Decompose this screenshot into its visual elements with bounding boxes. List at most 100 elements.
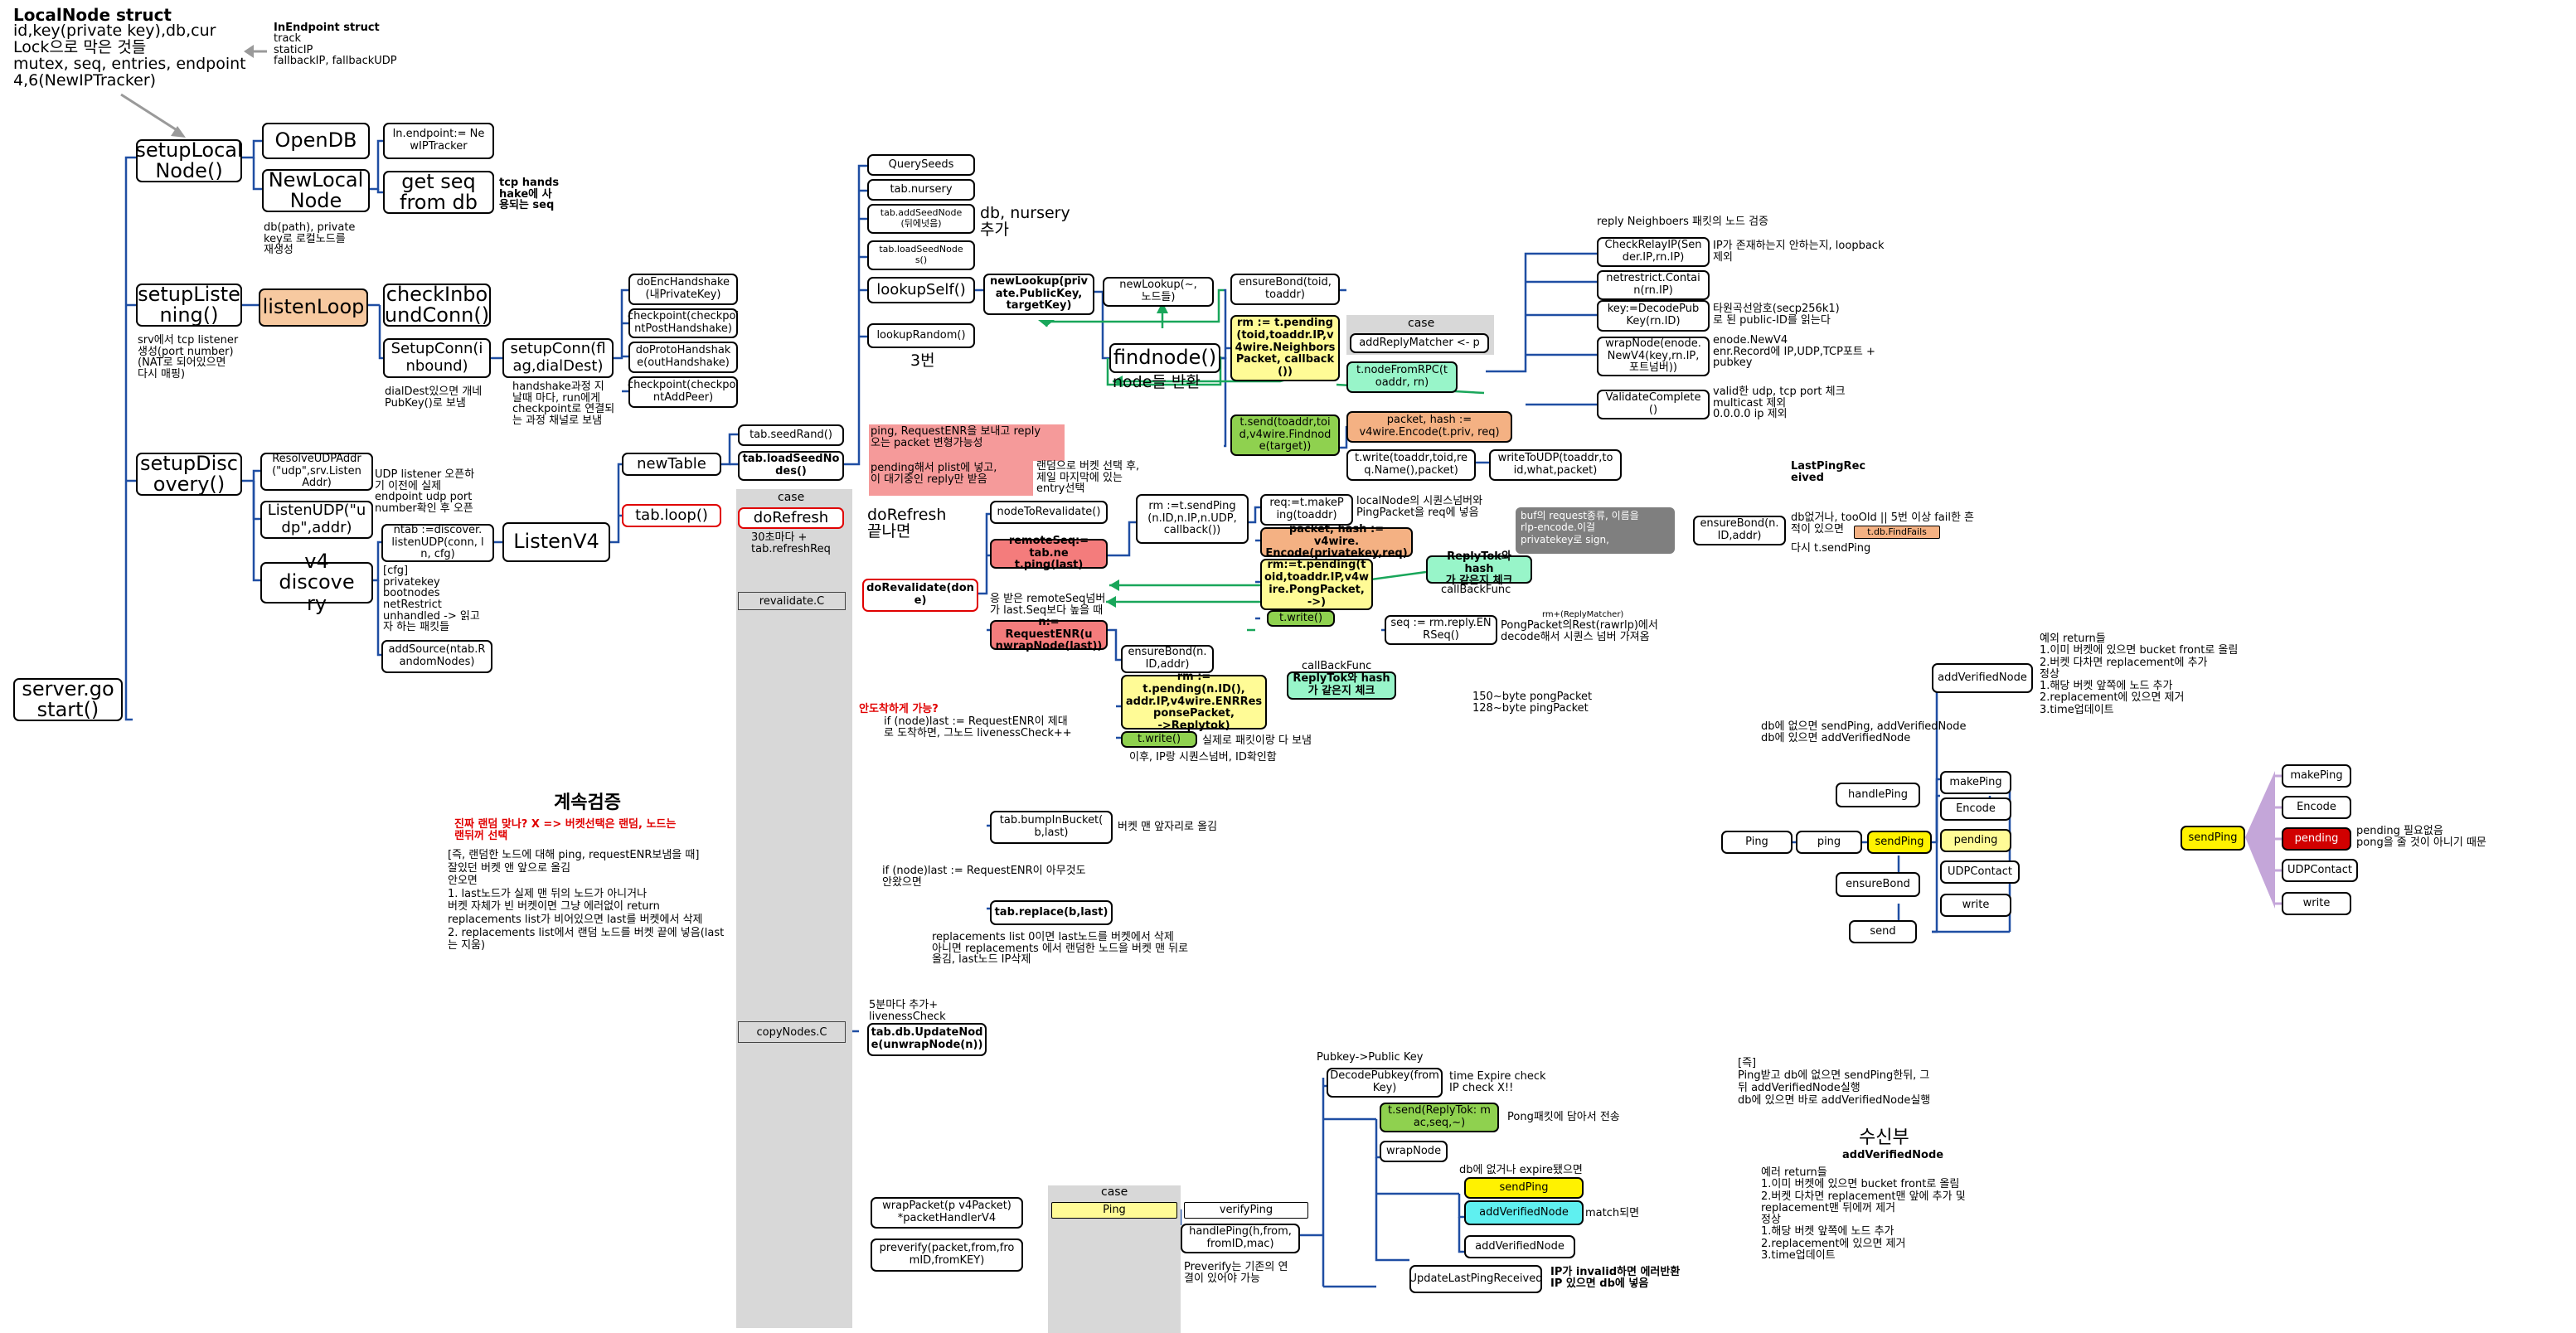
query-seeds-node[interactable]: QuerySeeds — [867, 154, 975, 176]
udp-contact-right-node[interactable]: UDPContact — [2282, 859, 2358, 882]
ensure-bond4-node[interactable]: ensureBond — [1836, 872, 1920, 897]
do-revalidate-node[interactable]: doRevalidate(don e) — [862, 579, 978, 612]
do-proto-handshake-node[interactable]: doProtoHandshak e(outHandshake) — [628, 342, 738, 373]
t-write-node[interactable]: t.write(toaddr,toid,re q.Name(),packet) — [1346, 449, 1476, 481]
ping2-node[interactable]: ping — [1796, 831, 1862, 854]
checkpoint-add-node[interactable]: checkpoint(checkpoi ntAddPeer) — [628, 376, 739, 408]
new-table-node[interactable]: newTable — [622, 453, 721, 476]
pending-right-node[interactable]: pending — [2282, 827, 2351, 851]
tab-db-update-node[interactable]: tab.db.UpdateNod e(unwrapNode(n)) — [867, 1023, 987, 1056]
copy-nodes-c-node[interactable]: copyNodes.C — [738, 1021, 846, 1043]
checkpoint-post-node[interactable]: checkpoint(checkpoi ntPostHandshake) — [628, 308, 739, 338]
setup-discovery-node[interactable]: setupDisc overy() — [136, 453, 242, 496]
tab-replace-node[interactable]: tab.replace(b,last) — [990, 900, 1113, 925]
handle-ping-node[interactable]: handlePing — [1836, 783, 1920, 807]
write-node[interactable]: write — [1940, 894, 2011, 917]
get-seq-node[interactable]: get seq from db — [383, 171, 494, 214]
tab-addseednode-node[interactable]: tab.addSeedNode (뒤에넛음) — [867, 204, 975, 234]
findnode-node[interactable]: findnode() — [1109, 343, 1220, 373]
reply-tok-node[interactable]: ReplyTok와 hash 가 같은지 체크 — [1426, 550, 1532, 587]
packet-hash-node[interactable]: packet, hash := v4wire.Encode(t.priv, re… — [1346, 411, 1512, 443]
wrap-node-node[interactable]: wrapNode(enode. NewV4(key,rn.IP, 포트넘버)) — [1597, 337, 1710, 376]
n-request-enr-node[interactable]: n:= RequestENR(u nwrapNode(last)) — [990, 616, 1108, 652]
add-reply-matcher-node[interactable]: addReplyMatcher <- p — [1350, 333, 1489, 353]
t-send-replytok-node[interactable]: t.send(ReplyTok: m ac,seq,~) — [1380, 1103, 1499, 1132]
wrap-packet-node[interactable]: wrapPacket(p v4Packet) *packetHandlerV4 — [871, 1197, 1023, 1229]
open-db-node[interactable]: OpenDB — [262, 123, 370, 159]
wrap-node2-node[interactable]: wrapNode — [1380, 1141, 1448, 1162]
t-nodefromrpc-node[interactable]: t.nodeFromRPC(t oaddr, rn) — [1346, 361, 1458, 393]
send-ping-node[interactable]: sendPing — [1867, 831, 1932, 854]
ping1-node[interactable]: Ping — [1721, 831, 1793, 854]
make-ping-right-node[interactable]: makePing — [2282, 764, 2351, 788]
add-verified-node3[interactable]: addVerifiedNode — [1464, 1235, 1575, 1258]
server-start-node[interactable]: server.go start() — [13, 678, 123, 721]
tab-loadseednodes-node[interactable]: tab.loadSeedNo des() — [738, 451, 844, 481]
remote-seq-node[interactable]: remoteSeq:= tab.ne t.ping(last) — [990, 535, 1108, 571]
seq-reply-node[interactable]: seq := rm.reply.EN RSeq() — [1385, 615, 1497, 645]
check-inbound-node[interactable]: checkInbo undConn() — [383, 282, 491, 327]
send-node[interactable]: send — [1849, 920, 1917, 943]
send-ping2-node[interactable]: sendPing — [1464, 1177, 1584, 1199]
rm-pending-node[interactable]: rm := t.pending (toid,toaddr.IP,v 4wire.… — [1230, 315, 1340, 381]
preverify-node[interactable]: preverify(packet,from,fro mID,fromKEY) — [871, 1238, 1023, 1272]
listen-v4-node[interactable]: ListenV4 — [502, 522, 610, 562]
t-send-findnode-node[interactable]: t.send(toaddr,toi d,v4wire.Findnod e(tar… — [1230, 414, 1340, 456]
listen-loop-node[interactable]: listenLoop — [259, 288, 368, 327]
decode-pubkey2-node[interactable]: DecodePubkey(from Key) — [1327, 1068, 1443, 1098]
rm-sendping-node[interactable]: rm :=t.sendPing (n.ID,n.IP,n.UDP, callba… — [1136, 494, 1249, 544]
add-verified-node2[interactable]: addVerifiedNode — [1464, 1200, 1584, 1225]
t-write2-node[interactable]: t.write() — [1267, 610, 1335, 627]
t-write3-node[interactable]: t.write() — [1121, 731, 1197, 748]
add-source-node[interactable]: addSource(ntab.R andomNodes) — [381, 640, 492, 673]
do-enc-handshake-node[interactable]: doEncHandshake (내PrivateKey) — [628, 274, 738, 305]
ping-case-node[interactable]: Ping — [1051, 1202, 1177, 1219]
ensure-bond3-node[interactable]: ensureBond(n. ID,addr) — [1693, 516, 1786, 545]
check-relay-node[interactable]: CheckRelayIP(Sen der.IP,rn.IP) — [1597, 237, 1710, 267]
tab-loadseednode-node[interactable]: tab.loadSeedNode s() — [867, 240, 975, 270]
setup-listening-node[interactable]: setupListe ning() — [136, 284, 242, 327]
node-to-revalidate-node[interactable]: nodeToRevalidate() — [990, 501, 1108, 524]
decode-pubkey-node[interactable]: key:=DecodePub Key(rn.ID) — [1597, 300, 1710, 332]
write-to-udp-node[interactable]: writeToUDP(toaddr,to id,what,packet) — [1489, 449, 1622, 481]
new-local-node[interactable]: NewLocal Node — [262, 169, 370, 212]
revalidate-c-node[interactable]: revalidate.C — [738, 592, 846, 610]
lookup-self-node[interactable]: lookupSelf() — [867, 277, 975, 303]
tab-loop-node[interactable]: tab.loop() — [622, 504, 721, 527]
make-ping-node[interactable]: makePing — [1940, 771, 2011, 794]
lookup-random-node[interactable]: lookupRandom() — [867, 323, 975, 348]
verify-ping-node[interactable]: verifyPing — [1184, 1202, 1308, 1219]
rm-pending3-node[interactable]: rm := t.pending(n.ID(), addr.IP,v4wire.E… — [1121, 671, 1267, 732]
new-lookup-node[interactable]: newLookup(priv ate.PublicKey, targetKey) — [983, 274, 1094, 315]
udp-contact-node[interactable]: UDPContact — [1940, 860, 2020, 884]
new-lookup2-node[interactable]: newLookup(~, 노드들) — [1103, 277, 1214, 307]
add-verified-node[interactable]: addVerifiedNode — [1932, 663, 2033, 693]
validate-complete-node[interactable]: ValidateComplete () — [1597, 390, 1710, 419]
netrestrict-node[interactable]: netrestrict.Contai n(rn.IP) — [1597, 270, 1710, 300]
ln-endpoint-node[interactable]: ln.endpoint:= Ne wIPTracker — [383, 123, 494, 159]
send-ping-right-node[interactable]: sendPing — [2181, 826, 2245, 851]
update-last-ping-node[interactable]: UpdateLastPingReceived — [1409, 1265, 1542, 1293]
tab-seedrand-node[interactable]: tab.seedRand() — [738, 424, 844, 446]
handle-ping2-node[interactable]: handlePing(h,from, fromID,mac) — [1181, 1224, 1300, 1253]
req-makeping-node[interactable]: req:=t.makeP ing(toaddr) — [1260, 494, 1353, 526]
v4-discovery-node[interactable]: v4 discove ry — [260, 551, 373, 613]
setup-local-node[interactable]: setupLocal Node() — [135, 138, 243, 182]
ensure-bond-node[interactable]: ensureBond(toid, toaddr) — [1230, 274, 1340, 305]
do-refresh-node[interactable]: doRefresh — [738, 507, 844, 529]
encode-node[interactable]: Encode — [1940, 797, 2011, 821]
reply-tok2-node[interactable]: ReplyTok와 hash 가 같은지 체크 — [1287, 671, 1396, 700]
tab-nursery-node[interactable]: tab.nursery — [867, 179, 975, 201]
ensure-bond2-node[interactable]: ensureBond(n. ID,addr) — [1121, 645, 1214, 673]
listen-udp-node[interactable]: ListenUDP("u dp",addr) — [260, 501, 373, 539]
tab-bump-node[interactable]: tab.bumpInBucket( b,last) — [990, 811, 1113, 844]
packet-hash2-node[interactable]: packet, hash := v4wire. Encode(privateke… — [1260, 523, 1413, 560]
setup-conn-inbound-node[interactable]: SetupConn(i nbound) — [383, 338, 491, 378]
pending-node[interactable]: pending — [1940, 829, 2011, 852]
rm-pending2-node[interactable]: rm:=t.pending(t oid,toaddr.IP,v4w ire.Po… — [1260, 559, 1373, 610]
setup-conn-dial-node[interactable]: setupConn(fl ag,dialDest) — [502, 338, 614, 378]
write-right-node[interactable]: write — [2282, 892, 2351, 915]
ntab-listen-node[interactable]: ntab :=discover. listenUDP(conn, l n, cf… — [381, 524, 494, 562]
resolve-udp-node[interactable]: ResolveUDPAddr ("udp",srv.Listen Addr) — [260, 453, 373, 491]
encode-right-node[interactable]: Encode — [2282, 796, 2351, 819]
